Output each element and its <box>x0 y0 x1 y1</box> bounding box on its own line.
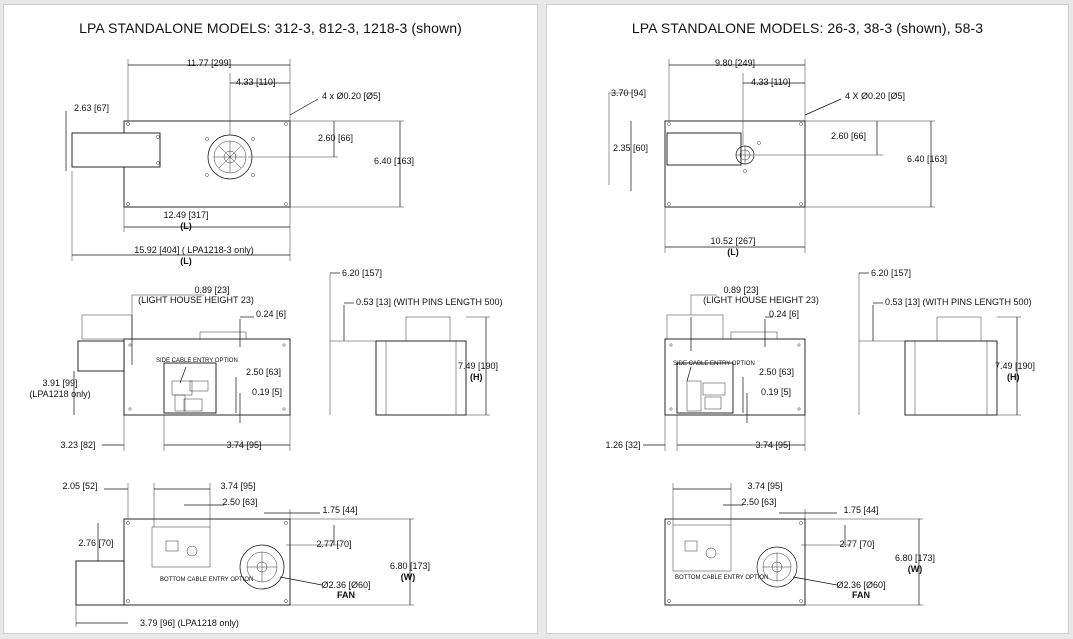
dim-holes: 4 X Ø0.20 [Ø5] <box>845 91 905 101</box>
dim-height-tag: (H) <box>470 372 483 382</box>
dim-lpa1218-height: 3.91 [99] <box>42 378 77 388</box>
dim-length-tag: (L) <box>727 247 739 257</box>
dim-bottom-width: 6.80 [173] <box>390 561 430 571</box>
dim-pins: 0.53 [13] (WITH PINS LENGTH 500) <box>885 297 1032 307</box>
panel-title: LPA STANDALONE MODELS: 312-3, 812-3, 121… <box>79 20 462 36</box>
fan-icon <box>735 141 761 173</box>
dim-fan-diameter: Ø2.36 [Ø60] <box>836 580 885 590</box>
enclosure-side <box>375 340 467 416</box>
dim-connector-height: 2.50 [63] <box>246 367 281 377</box>
drawing-left: 11.77 [299] 4.33 [110] 4 x Ø0.20 [Ø5] 2.… <box>29 58 503 628</box>
note-lighthouse: (LIGHT HOUSE HEIGHT 23) <box>703 295 819 305</box>
lighthouse-body <box>71 132 161 168</box>
drawing-panel-left: LPA STANDALONE MODELS: 312-3, 812-3, 121… <box>3 4 538 634</box>
drawing-panel-right: LPA STANDALONE MODELS: 26-3, 38-3 (shown… <box>546 4 1069 634</box>
drawing-right: 9.80 [249] 4.33 [110] 4 X Ø0.20 [Ø5] 3.7… <box>605 58 1035 606</box>
dim-lighthouse-width: 2.76 [70] <box>78 538 113 548</box>
dim-left-offset: 1.26 [32] <box>605 440 640 450</box>
dim-fan-edge: 1.75 [44] <box>322 505 357 515</box>
dim-fan-offset: 4.33 [110] <box>751 77 790 87</box>
dim-length-1218-tag: (L) <box>180 256 192 266</box>
dim-bottom-lpa1218: 3.79 [96] (LPA1218 only) <box>140 618 239 628</box>
side-view-right <box>858 272 1021 416</box>
dim-connector-top: 0.24 [6] <box>256 309 286 319</box>
dim-connector-base: 0.19 [5] <box>252 387 282 397</box>
dim-pins: 0.53 [13] (WITH PINS LENGTH 500) <box>356 297 503 307</box>
lighthouse-body <box>666 132 742 166</box>
panel-title: LPA STANDALONE MODELS: 26-3, 38-3 (shown… <box>631 20 984 36</box>
dim-length-1218: 15.92 [404] ( LPA1218-3 only) <box>134 245 253 255</box>
front-view-left <box>73 294 291 451</box>
dim-fan-center-height: 2.60 [66] <box>831 131 866 141</box>
dim-height: 7.49 [190] <box>458 361 498 371</box>
top-view-left <box>65 59 404 261</box>
dim-depth: 6.40 [163] <box>907 154 947 164</box>
dim-bottom-width-tag: (W) <box>401 572 416 582</box>
dim-fan-height: 2.77 [70] <box>839 539 874 549</box>
dim-fan-height: 2.77 [70] <box>316 539 351 549</box>
dim-lighthouse: 0.89 [23] <box>723 285 758 295</box>
dim-length: 12.49 [317] <box>163 210 208 220</box>
top-view-right <box>608 59 935 253</box>
dim-bottom-width: 6.80 [173] <box>895 553 935 563</box>
enclosure-bottom <box>664 518 806 606</box>
dim-connector-height: 2.50 [63] <box>759 367 794 377</box>
fan-icon <box>756 546 798 588</box>
dim-lighthouse: 0.89 [23] <box>194 285 229 295</box>
bottom-view-left <box>75 483 414 627</box>
note-side-cable: SIDE CABLE ENTRY OPTION <box>673 361 755 367</box>
fan-icon <box>239 544 285 590</box>
dim-lighthouse-width: 2.35 [60] <box>613 143 648 153</box>
lighthouse-bottom <box>75 560 125 606</box>
note-lighthouse: (LIGHT HOUSE HEIGHT 23) <box>138 295 254 305</box>
dim-width-overall: 11.77 [299] <box>187 58 231 68</box>
note-bottom-cable: BOTTOM CABLE ENTRY OPTION <box>675 575 768 581</box>
enclosure-side <box>904 340 998 416</box>
dim-holes: 4 x Ø0.20 [Ø5] <box>322 91 381 101</box>
dim-bottom-connector-spacing: 3.74 [95] <box>220 481 255 491</box>
dim-lighthouse-offset: 3.70 [94] <box>611 88 646 98</box>
dim-bottom-connector-width: 2.50 [63] <box>741 497 776 507</box>
bottom-view-right <box>664 483 923 606</box>
dim-bottom-connector-spacing: 3.74 [95] <box>747 481 782 491</box>
dim-fan-center-height: 2.60 [66] <box>318 133 353 143</box>
dim-length-tag: (L) <box>180 221 192 231</box>
dim-fan-diameter: Ø2.36 [Ø60] <box>321 580 370 590</box>
note-bottom-cable: BOTTOM CABLE ENTRY OPTION <box>160 577 253 583</box>
dim-fan-edge: 1.75 [44] <box>843 505 878 515</box>
dim-connector-base: 0.19 [5] <box>761 387 791 397</box>
dim-connector-spacing: 3.74 [95] <box>755 440 790 450</box>
enclosure-bottom <box>123 518 291 606</box>
dim-fan-offset: 4.33 [110] <box>236 77 275 87</box>
lighthouse-front <box>77 340 125 372</box>
dim-bottom-connector-width: 2.50 [63] <box>222 497 257 507</box>
side-view-left <box>329 272 490 416</box>
dim-depth: 6.40 [163] <box>374 156 414 166</box>
note-side-cable: SIDE CABLE ENTRY OPTION <box>156 358 238 364</box>
fan-label: FAN <box>852 590 870 600</box>
dim-connector-spacing: 3.74 [95] <box>226 440 261 450</box>
note-lpa1218: (LPA1218 only) <box>29 389 90 399</box>
dim-width-overall: 9.80 [249] <box>715 58 755 68</box>
dim-side-depth: 6.20 [157] <box>342 268 382 278</box>
dim-height: 7.49 [190] <box>995 361 1035 371</box>
dim-lighthouse-offset: 2.63 [67] <box>74 103 109 113</box>
dim-side-depth: 6.20 [157] <box>871 268 911 278</box>
fan-label: FAN <box>337 590 355 600</box>
dim-left-offset: 3.23 [82] <box>60 440 95 450</box>
dim-connector-top: 0.24 [6] <box>769 309 799 319</box>
dim-height-tag: (H) <box>1007 372 1020 382</box>
dim-bottom-offset: 2.05 [52] <box>62 481 97 491</box>
front-view-right <box>643 294 806 451</box>
dim-length: 10.52 [267] <box>710 236 755 246</box>
dim-bottom-width-tag: (W) <box>908 564 923 574</box>
